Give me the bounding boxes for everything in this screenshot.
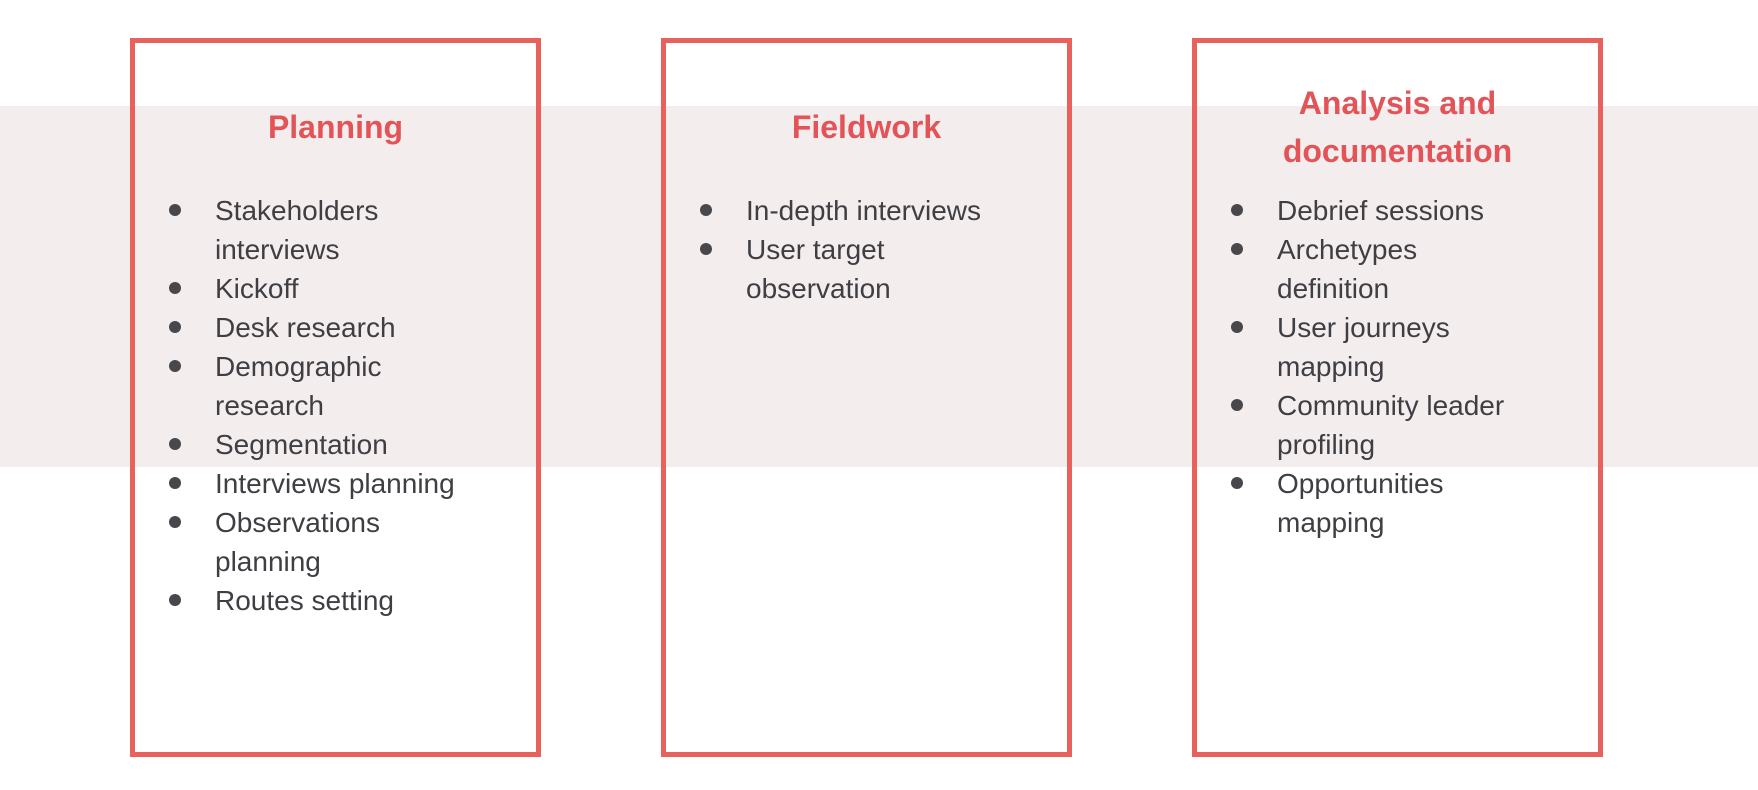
task-item: Desk research — [169, 308, 469, 347]
task-item: Opportunities mapping — [1231, 464, 1531, 542]
phase-title-planning: Planning — [267, 109, 404, 145]
task-item: Community leader profiling — [1231, 386, 1531, 464]
task-item: User journeys mapping — [1231, 308, 1531, 386]
task-item: Interviews planning — [169, 464, 469, 503]
background-band — [0, 106, 1758, 467]
task-item: Kickoff — [169, 269, 469, 308]
phase-title-fieldwork: Fieldwork — [791, 109, 942, 145]
task-item: Stakeholders interviews — [169, 191, 469, 269]
task-item: Archetypes definition — [1231, 230, 1531, 308]
task-item: Routes setting — [169, 581, 469, 620]
phase-title-analysis-documentation: Analysis and documentation — [1282, 85, 1513, 169]
task-item: User target observation — [700, 230, 1000, 308]
task-item: Debrief sessions — [1231, 191, 1531, 230]
task-item: In-depth interviews — [700, 191, 1000, 230]
task-item: Demographic research — [169, 347, 469, 425]
phase-card-analysis-documentation: Analysis and documentation Debrief sessi… — [1192, 38, 1603, 757]
task-item: Segmentation — [169, 425, 469, 464]
task-item: Observations planning — [169, 503, 469, 581]
